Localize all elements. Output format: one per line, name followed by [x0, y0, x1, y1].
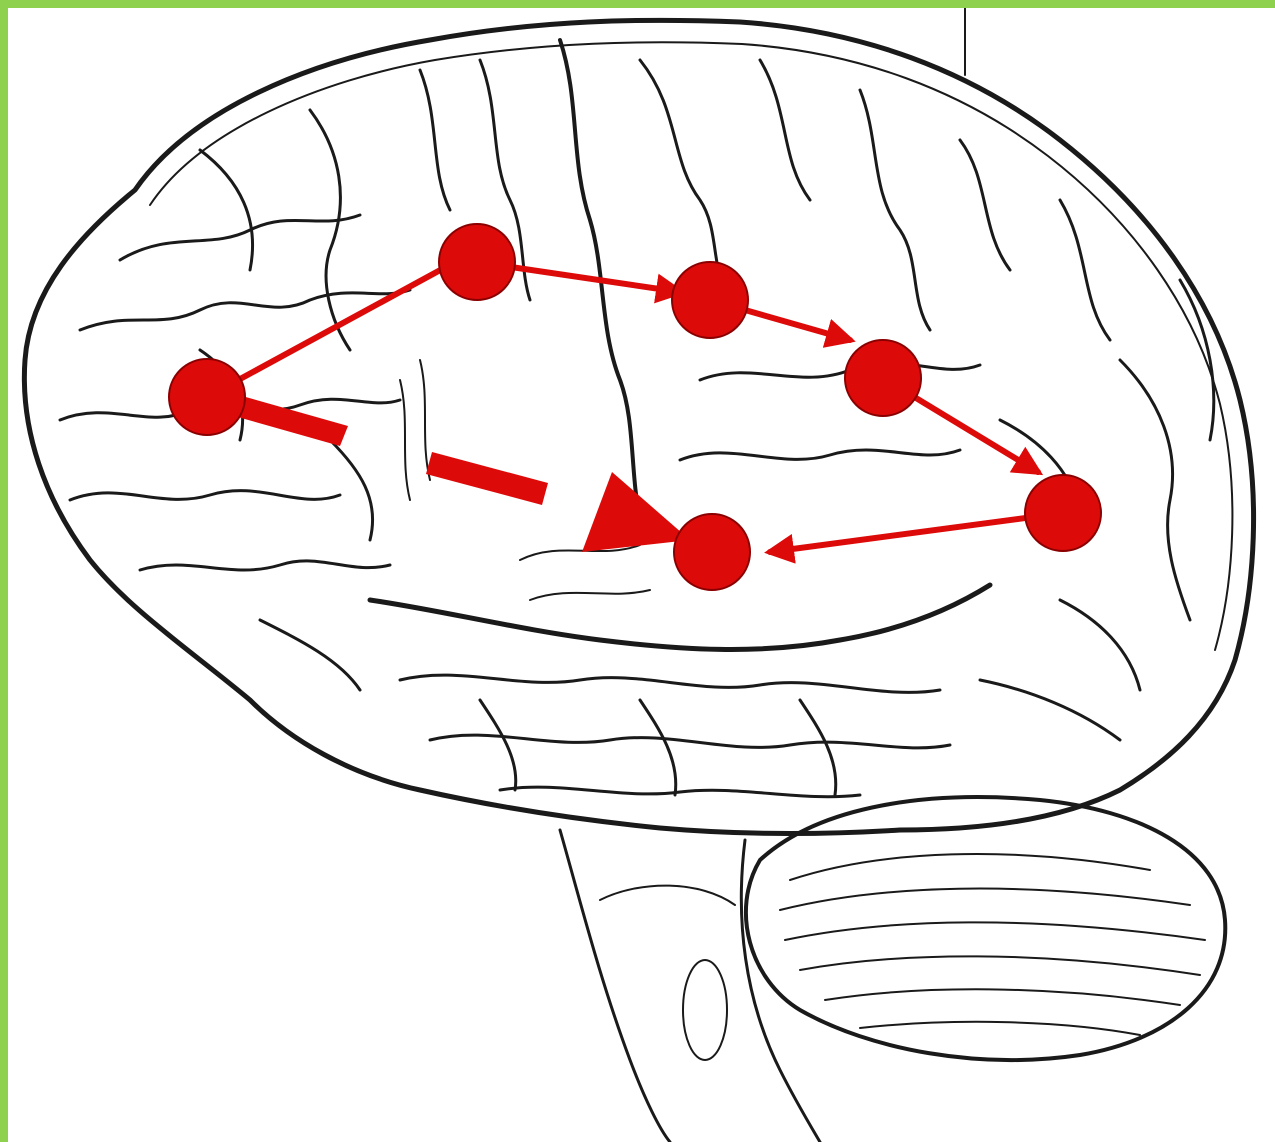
brain-illustration	[24, 0, 1253, 1142]
temporal-gyri	[400, 675, 950, 797]
cerebellum-folia	[780, 854, 1205, 1035]
pathway-arrow-5	[770, 513, 1063, 552]
brainstem-outline	[560, 830, 670, 1142]
pathway-overlay	[169, 224, 1101, 590]
frontal-gyri	[60, 60, 530, 690]
pathway-node-3	[672, 262, 748, 338]
pathway-node-5	[1025, 475, 1101, 551]
pathway-arrow-1	[207, 262, 455, 397]
pathway-node-2	[439, 224, 515, 300]
cue-arrows	[199, 386, 690, 552]
brainstem-outline-2	[741, 840, 820, 1142]
pons-curve	[600, 886, 735, 905]
pathway-node-6	[674, 514, 750, 590]
cue-arrow-insula	[426, 452, 548, 505]
pathway-node-1	[169, 359, 245, 435]
cerebellum-outline	[746, 797, 1225, 1060]
pathway-node-4	[845, 340, 921, 416]
lateral-fissure	[370, 585, 990, 649]
olive-shape	[683, 960, 727, 1060]
